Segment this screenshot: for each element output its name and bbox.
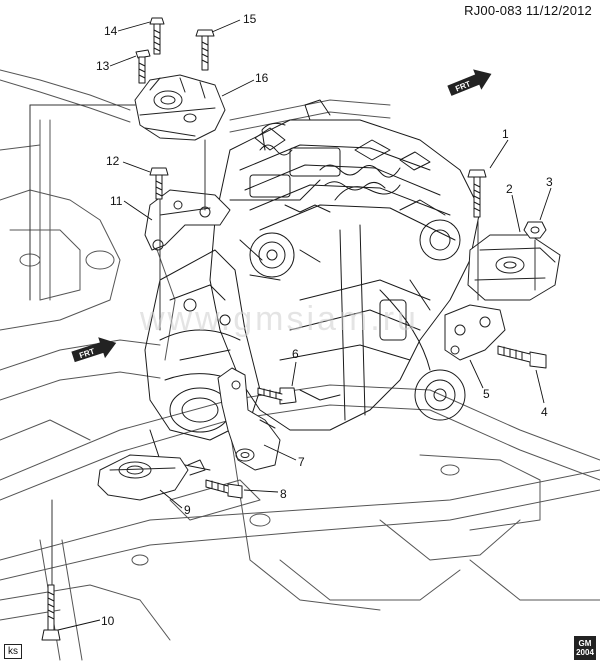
callout-10: 10 (101, 614, 115, 628)
transmission-mount-bracket-16 (134, 74, 226, 141)
watermark: www.gmsiam.ru (139, 300, 419, 338)
frt-label-upper: FRT (454, 79, 472, 93)
callout-2: 2 (506, 182, 513, 196)
callout-3: 3 (546, 175, 553, 189)
bolt-1 (467, 169, 487, 218)
bolt-8 (205, 479, 243, 499)
callout-5: 5 (483, 387, 490, 401)
bolt-10 (41, 584, 61, 641)
footer-left-badge: ks (4, 644, 22, 659)
callout-1: 1 (502, 127, 509, 141)
frt-arrow-lower: FRT (71, 337, 117, 363)
bolt-12 (149, 167, 169, 200)
alignment-lines (29, 104, 536, 586)
gm-logo-text: GM (578, 639, 592, 648)
callout-6: 6 (292, 347, 299, 361)
callout-7: 7 (298, 455, 305, 469)
callout-8: 8 (280, 487, 287, 501)
callout-14: 14 (104, 24, 118, 38)
bolt-14 (149, 17, 165, 55)
callout-4: 4 (541, 405, 548, 419)
frt-arrow-upper: FRT (447, 69, 492, 96)
diagram-reference: RJ00-083 11/12/2012 (464, 3, 592, 18)
callout-13: 13 (96, 59, 110, 73)
bolt-4 (497, 345, 547, 369)
callout-labels: 1 2 3 4 5 6 7 8 9 10 11 12 13 14 15 16 (96, 12, 553, 628)
nut-3 (523, 221, 547, 239)
gm-logo-year: 2004 (576, 648, 594, 657)
callout-9: 9 (184, 503, 191, 517)
callout-11: 11 (110, 194, 123, 208)
subframe (0, 384, 600, 661)
leader-lines (57, 19, 552, 631)
bolt-13 (135, 49, 151, 84)
callout-12: 12 (106, 154, 120, 168)
torque-strut-bracket-7 (217, 367, 281, 471)
transmission-mount-bracket-11 (144, 189, 231, 251)
bolts (41, 17, 547, 641)
rear-mount-9 (97, 454, 206, 501)
callout-16: 16 (255, 71, 269, 85)
engine-assembly (209, 99, 481, 431)
gm-logo-badge: GM 2004 (574, 636, 596, 660)
bolt-15 (195, 29, 215, 71)
bolt-6 (257, 387, 297, 405)
engine-mount-2 (467, 234, 561, 301)
callout-15: 15 (243, 12, 257, 26)
engine-mount-bracket-5 (444, 304, 506, 361)
